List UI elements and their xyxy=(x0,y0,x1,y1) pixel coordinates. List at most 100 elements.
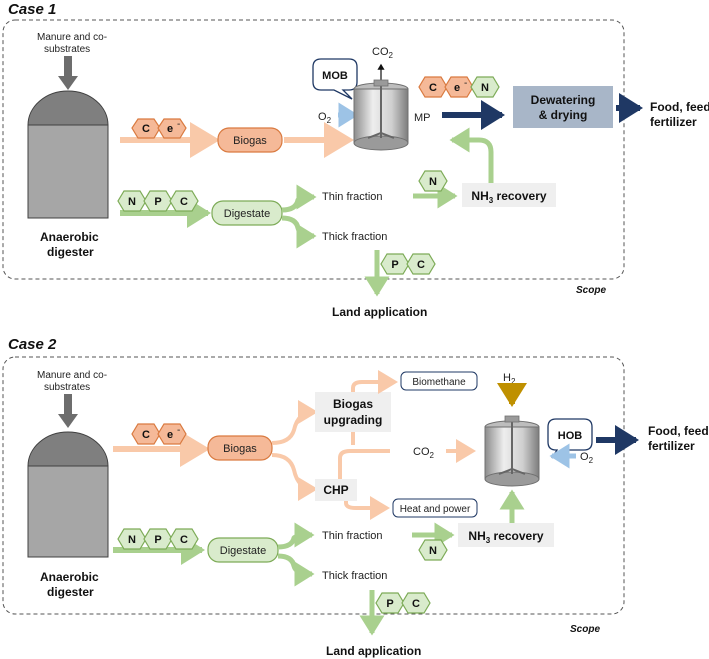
svg-text:N: N xyxy=(128,196,136,208)
case1-hex-p-land: P xyxy=(380,253,410,275)
svg-text:-: - xyxy=(464,78,467,89)
case2-hex-c-land: C xyxy=(401,592,431,614)
case2-hex-p-land: P xyxy=(375,592,405,614)
case2-arrow-chp-co2-join xyxy=(338,449,390,479)
case2-arrow-to-heat-power xyxy=(344,496,390,520)
case2-panel: Case 2 Scope Manure and co- substrates A… xyxy=(2,336,709,658)
case1-hex-e-product: e - xyxy=(444,76,474,98)
case1-hex-n-thin: N xyxy=(418,170,448,192)
case1-co2-label: CO2 xyxy=(372,46,394,60)
case1-arrow-nh3-to-reactor xyxy=(449,127,494,183)
case1-o2-label: O2 xyxy=(318,111,332,125)
svg-text:e: e xyxy=(454,82,460,94)
svg-text:Heat and power: Heat and power xyxy=(400,504,471,515)
case2-co2-label: CO2 xyxy=(413,446,435,460)
svg-text:C: C xyxy=(429,82,437,94)
case1-output-label-2: fertilizer xyxy=(650,115,697,129)
case2-thick-label: Thick fraction xyxy=(322,570,387,582)
case1-panel: Case 1 Scope Manure and co- substrates A… xyxy=(2,1,709,319)
case1-digestate-node: Digestate xyxy=(211,200,283,226)
case1-biogas-node: Biogas xyxy=(217,127,283,153)
svg-text:Dewatering: Dewatering xyxy=(531,93,596,107)
svg-text:-: - xyxy=(177,119,180,130)
svg-text:C: C xyxy=(412,598,420,610)
case1-feed-arrow xyxy=(58,56,78,90)
case2-hex-n: N xyxy=(117,528,147,550)
case2-o2-label: O2 xyxy=(580,451,594,465)
case2-upgrading-box: Biogas upgrading xyxy=(315,392,391,432)
svg-text:Biomethane: Biomethane xyxy=(412,377,466,388)
case2-arrow-to-thin xyxy=(277,522,315,550)
svg-text:N: N xyxy=(128,534,136,546)
case2-hex-c: C xyxy=(131,423,161,445)
svg-text:e: e xyxy=(167,123,173,135)
svg-text:P: P xyxy=(386,598,393,610)
svg-text:Digestate: Digestate xyxy=(220,545,266,557)
case1-hex-p: P xyxy=(143,190,173,212)
case2-feed-arrow xyxy=(58,394,78,428)
case1-hex-n-product: N xyxy=(470,76,500,98)
case1-hex-c-land: C xyxy=(406,253,436,275)
case1-title: Case 1 xyxy=(8,1,56,18)
svg-text:-: - xyxy=(177,425,180,436)
case2-digester-label-2: digester xyxy=(47,585,94,599)
case2-reactor xyxy=(484,415,540,487)
case1-digester-label-1: Anaerobic xyxy=(40,230,99,244)
case2-biomethane-box: Biomethane xyxy=(400,371,478,391)
svg-text:Biogas: Biogas xyxy=(233,135,267,147)
case2-hex-p: P xyxy=(143,528,173,550)
svg-text:CHP: CHP xyxy=(323,483,348,497)
case2-scope-border xyxy=(2,356,625,615)
case1-hex-c: C xyxy=(131,118,161,139)
case2-arrow-to-thick xyxy=(277,553,315,587)
case2-heat-power-box: Heat and power xyxy=(392,498,478,518)
svg-text:C: C xyxy=(142,123,150,135)
case1-hex-e: e - xyxy=(157,118,187,139)
case1-arrow-to-thick xyxy=(281,215,317,249)
svg-text:C: C xyxy=(142,429,150,441)
svg-text:P: P xyxy=(391,259,398,271)
case2-scope-label: Scope xyxy=(570,624,600,635)
svg-text:NH3 recovery: NH3 recovery xyxy=(468,529,543,545)
case1-hex-c-product: C xyxy=(418,76,448,98)
case1-scope-label: Scope xyxy=(576,285,606,296)
case2-feed-label-1: Manure and co- xyxy=(37,370,107,381)
case1-mp-label: MP xyxy=(414,112,431,124)
case2-feed-label-2: substrates xyxy=(44,382,90,393)
case2-thin-label: Thin fraction xyxy=(322,530,383,542)
case2-digestate-node: Digestate xyxy=(207,537,279,563)
case2-h2-label: H2 xyxy=(503,372,516,386)
case2-arrow-to-biomethane xyxy=(351,370,398,394)
case2-hex-n-thin: N xyxy=(418,539,448,561)
svg-text:& drying: & drying xyxy=(539,108,588,122)
case1-reactor xyxy=(353,79,409,151)
svg-text:N: N xyxy=(429,545,437,557)
case1-hex-n: N xyxy=(117,190,147,212)
svg-text:P: P xyxy=(154,196,161,208)
case2-biogas-node: Biogas xyxy=(207,435,273,461)
case2-chp-box: CHP xyxy=(315,479,357,501)
case1-thick-label: Thick fraction xyxy=(322,231,387,243)
case1-mob-bubble: MOB xyxy=(312,58,358,100)
case2-hex-e: e - xyxy=(157,423,187,445)
svg-text:N: N xyxy=(481,82,489,94)
case1-digester xyxy=(27,90,109,219)
case1-thin-label: Thin fraction xyxy=(322,191,383,203)
case2-title: Case 2 xyxy=(8,336,57,353)
case2-arrow-to-chp xyxy=(271,453,318,501)
svg-text:NH3 recovery: NH3 recovery xyxy=(471,189,546,205)
case2-output-label-1: Food, feed, xyxy=(648,424,709,438)
case2-nh3-box: NH3 recovery xyxy=(458,523,554,547)
case1-feed-label-1: Manure and co- xyxy=(37,32,107,43)
case2-output-label-2: fertilizer xyxy=(648,439,695,453)
svg-text:MOB: MOB xyxy=(322,70,348,82)
svg-text:upgrading: upgrading xyxy=(324,413,383,427)
case1-hex-c-digestate: C xyxy=(169,190,199,212)
case1-nh3-box: NH3 recovery xyxy=(462,183,556,207)
case2-digester-label-1: Anaerobic xyxy=(40,570,99,584)
svg-text:C: C xyxy=(180,196,188,208)
case1-digester-label-2: digester xyxy=(47,245,94,259)
case1-dewatering-box: Dewatering & drying xyxy=(513,86,613,128)
svg-text:Biogas: Biogas xyxy=(223,443,257,455)
